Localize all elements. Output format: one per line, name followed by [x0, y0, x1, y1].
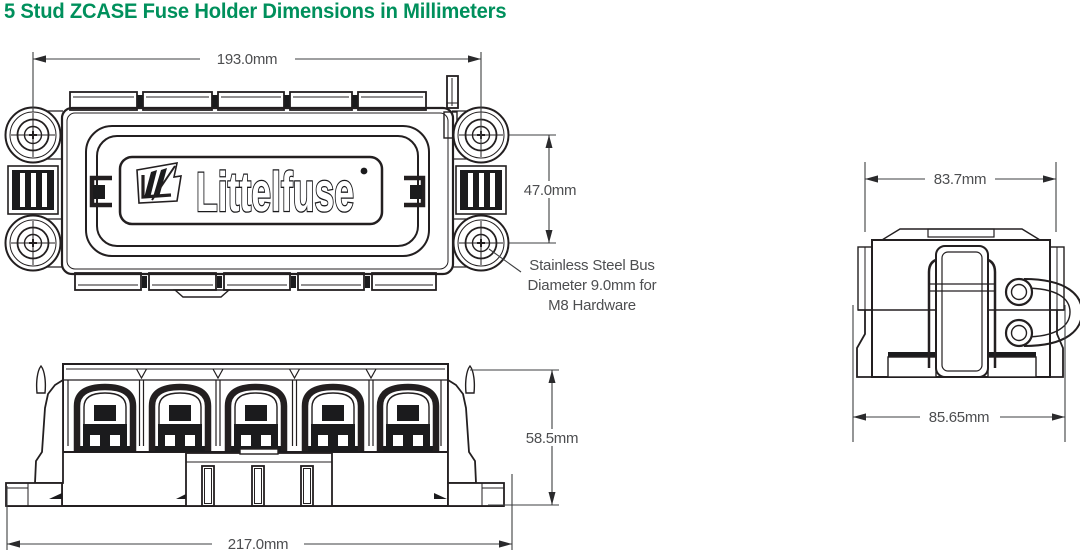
right-connector-block [455, 165, 507, 215]
dimension-58: 58.5mm [470, 369, 580, 506]
callout-line-2: Diameter 9.0mm for [528, 277, 657, 294]
littelfuse-logo: Littelfuse [136, 159, 368, 224]
fuse-window-2 [148, 383, 212, 452]
littelfuse-wordmark: Littelfuse [196, 160, 354, 223]
left-connector-block [7, 165, 59, 215]
dim-label-bottom-width: 85.65mm [929, 409, 989, 426]
module-dividers [135, 368, 377, 446]
mounting-ear-bottom-left [4, 214, 63, 272]
mounting-ear-top-left [4, 106, 63, 164]
front-feet [5, 482, 505, 507]
mounting-hole [11, 113, 55, 157]
left-end-cap [34, 364, 64, 484]
dim-label-width: 193.0mm [217, 51, 277, 68]
fuse-element [397, 405, 419, 421]
top-view-body [60, 106, 455, 276]
fuse-window-5 [376, 383, 440, 452]
mounting-ear-top-right [452, 106, 510, 164]
center-clip [927, 245, 997, 378]
dimension-193: 193.0mm [32, 50, 482, 150]
slot [201, 465, 215, 507]
mounting-hole [11, 221, 55, 265]
dim-label-stud-spacing: 47.0mm [524, 182, 576, 199]
bus-eyelet-bottom [1004, 318, 1034, 348]
callout-line-3: M8 Hardware [548, 297, 636, 314]
dimension-217: 217.0mm [6, 474, 513, 552]
right-end-cap [447, 364, 477, 484]
fuse-element [94, 405, 116, 421]
dim-label-top-width: 83.7mm [934, 171, 986, 188]
fuse-element [245, 405, 267, 421]
bottom-edge-tabs [74, 272, 437, 298]
front-view: 58.5mm 217.0mm [5, 363, 580, 552]
right-latch [464, 364, 476, 394]
dimension-47: 47.0mm [509, 134, 577, 244]
clip-tongue [935, 245, 989, 378]
callout-leader-line [488, 248, 522, 273]
bottom-center-tab [173, 289, 231, 298]
callout-line-1: Stainless Steel Bus [529, 257, 654, 274]
callout-stainless-bus: Stainless Steel Bus Diameter 9.0mm for M… [488, 248, 657, 314]
fuse-window-1 [73, 383, 137, 452]
dim-label-base-width: 217.0mm [228, 536, 288, 552]
side-view: 83.7mm 85.65mm [852, 162, 1080, 442]
dimension-85: 85.65mm [852, 305, 1066, 442]
top-view: Littelfuse 193.0mm 47.0 [4, 50, 657, 314]
page-title: 5 Stud ZCASE Fuse Holder Dimensions in M… [4, 0, 507, 23]
top-edge-tabs [69, 91, 427, 111]
registered-mark-dot [360, 167, 368, 175]
bus-loop [1004, 277, 1080, 348]
center-pedestal [185, 448, 333, 507]
left-latch [35, 364, 47, 394]
mounting-ear-bottom-right [452, 214, 510, 272]
slot [300, 465, 314, 507]
side-feet [887, 352, 1037, 378]
fuse-element [322, 405, 344, 421]
littelfuse-monogram-icon [136, 162, 182, 204]
mounting-hole [459, 221, 503, 265]
fuse-window-4 [301, 383, 365, 452]
fuse-element [169, 405, 191, 421]
dim-label-height: 58.5mm [526, 430, 578, 447]
dimension-83: 83.7mm [864, 162, 1057, 232]
bus-eyelet-top [1004, 277, 1034, 307]
slot [251, 465, 265, 507]
fuse-window-3 [224, 383, 288, 452]
